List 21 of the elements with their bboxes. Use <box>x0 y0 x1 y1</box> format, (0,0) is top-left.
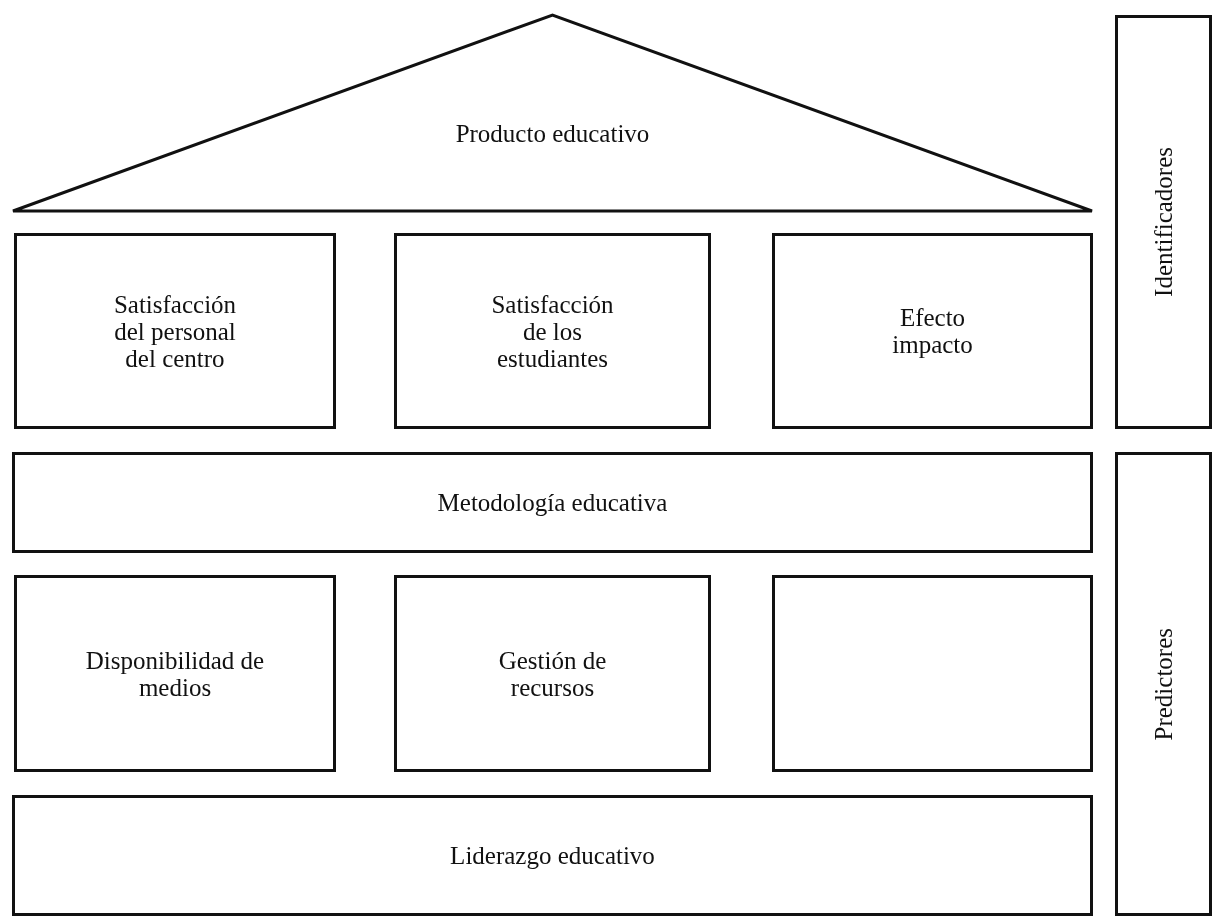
band-box <box>12 452 1093 553</box>
box-label: Metodología educativa <box>437 489 668 516</box>
pillar-box <box>772 233 1093 429</box>
side-box <box>1115 452 1212 916</box>
box-label: Satisfacción de los estudiantes <box>490 290 615 372</box>
pillar-box <box>14 233 336 429</box>
side-label: Predictores <box>1150 627 1177 741</box>
box-label: Gestión de recursos <box>497 646 608 701</box>
pillar-box <box>394 233 711 429</box>
pillar-box <box>14 575 336 772</box>
box-label: Liderazgo educativo <box>450 842 655 869</box>
side-box <box>1115 15 1212 429</box>
side-label: Identificadores <box>1150 147 1177 297</box>
box-label: Efecto impacto <box>891 304 974 358</box>
band-box <box>12 795 1093 916</box>
empty-box <box>772 575 1093 772</box>
box-label: Satisfacción del personal del centro <box>112 290 238 372</box>
pillar-box <box>394 575 711 772</box>
box-label: Producto educativo <box>455 119 650 147</box>
roof-triangle <box>10 12 1095 214</box>
box-label: Disponibilidad de medios <box>85 646 265 701</box>
